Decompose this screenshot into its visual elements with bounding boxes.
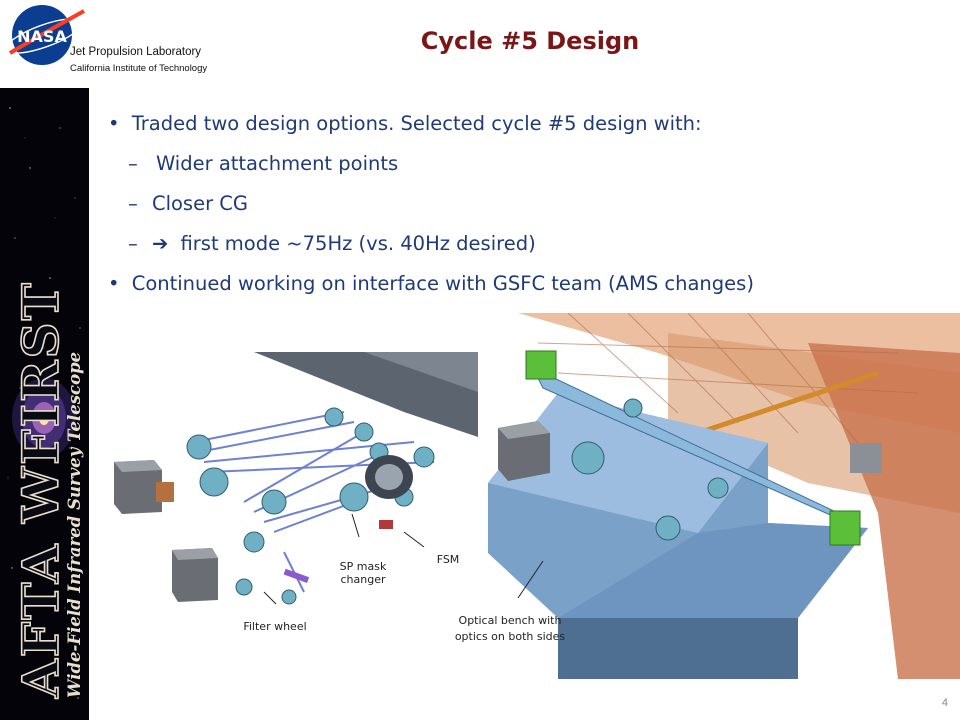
sub-bullet-2-text: Closer CG bbox=[151, 192, 249, 215]
sub-bullet-3-text: first mode ~75Hz (vs. 40Hz desired) bbox=[180, 232, 536, 255]
caption-optical-bench: Optical bench with optics on both sides bbox=[430, 613, 590, 645]
caption-fsm: FSM bbox=[436, 553, 460, 566]
slide-header: NASA Jet Propulsion Laboratory Californi… bbox=[0, 0, 960, 88]
org-affiliation: California Institute of Technology bbox=[70, 63, 208, 74]
bullet-1-text: Traded two design options. Selected cycl… bbox=[131, 112, 702, 135]
org-name: Jet Propulsion Laboratory bbox=[70, 46, 202, 58]
bullet-2: • Continued working on interface with GS… bbox=[108, 272, 754, 295]
caption-bench-line1: Optical bench with bbox=[458, 614, 562, 627]
starfield bbox=[7, 107, 81, 699]
sidebar-title: AFTA WFIRST bbox=[11, 281, 70, 699]
dash-mark: – bbox=[128, 152, 138, 175]
arrow-icon: ➔ bbox=[151, 232, 169, 255]
vertical-title: AFTA WFIRST Wide-Field Infrared Survey T… bbox=[10, 280, 84, 699]
caption-sp-line2: changer bbox=[340, 573, 386, 586]
optical-layout-drawing bbox=[114, 352, 478, 605]
bullet-mark: • bbox=[108, 272, 120, 295]
optical-layout-figure bbox=[104, 352, 478, 614]
sub-bullet-2: – Closer CG bbox=[128, 192, 248, 215]
sub-bullet-3: – ➔ first mode ~75Hz (vs. 40Hz desired) bbox=[128, 232, 536, 255]
sidebar-subtitle: Wide-Field Infrared Survey Telescope bbox=[65, 352, 84, 698]
dash-mark: – bbox=[128, 192, 138, 215]
caption-sp-mask: SP mask changer bbox=[318, 560, 408, 586]
caption-sp-line1: SP mask bbox=[339, 560, 387, 573]
bullet-1: • Traded two design options. Selected cy… bbox=[108, 112, 702, 135]
galaxy-icon bbox=[12, 378, 76, 458]
nasa-logo-text: NASA bbox=[17, 27, 67, 46]
bullet-2-text: Continued working on interface with GSFC… bbox=[131, 272, 754, 295]
nasa-logo-icon: NASA bbox=[5, 5, 85, 65]
slide-title: Cycle #5 Design bbox=[420, 27, 640, 55]
sidebar-band: AFTA WFIRST Wide-Field Infrared Survey T… bbox=[0, 88, 89, 720]
page-number: 4 bbox=[941, 697, 948, 709]
dash-mark: – bbox=[128, 232, 138, 255]
sub-bullet-1: – Wider attachment points bbox=[128, 152, 398, 175]
sub-bullet-1-text: Wider attachment points bbox=[155, 152, 399, 175]
caption-filter-wheel: Filter wheel bbox=[243, 620, 307, 633]
bullet-mark: • bbox=[108, 112, 120, 135]
optical-bench-drawing bbox=[478, 313, 960, 679]
optical-bench-figure bbox=[478, 313, 960, 679]
caption-bench-line2: optics on both sides bbox=[454, 630, 566, 643]
